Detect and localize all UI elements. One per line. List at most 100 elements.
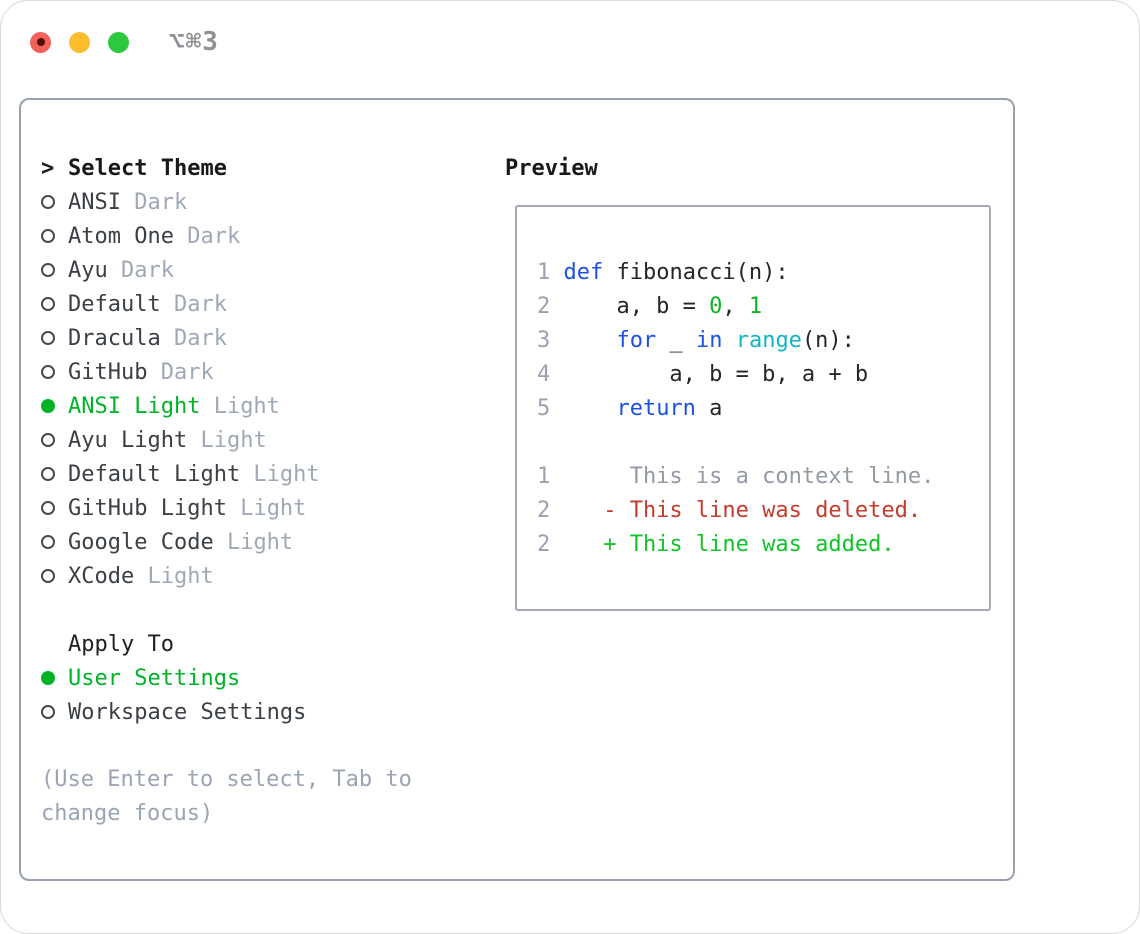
line-number: 3 (537, 328, 551, 353)
spacer (41, 593, 503, 627)
theme-variant-label: Dark (173, 223, 241, 249)
theme-option-dracula[interactable]: Dracula Dark (41, 321, 503, 355)
code-line: 5 return a (537, 392, 989, 426)
line-number: 1 (537, 260, 551, 285)
theme-option-ayu-light[interactable]: Ayu Light Light (41, 423, 503, 457)
theme-option-github-light[interactable]: GitHub Light Light (41, 491, 503, 525)
code-line: 3 for _ in range(n): (537, 324, 989, 358)
theme-option-label: GitHub Light (68, 495, 227, 521)
code-line: 2 a, b = 0, 1 (537, 290, 989, 324)
hint-text: (Use Enter to select, Tab to (41, 767, 412, 792)
radio-selected-icon (41, 671, 55, 685)
radio-icon (41, 229, 55, 243)
apply-option-label: User Settings (68, 665, 241, 691)
code-text: a, b = b, a + b (563, 362, 869, 387)
radio-icon (41, 569, 55, 583)
code-text: return a (616, 396, 723, 421)
theme-option-default-light[interactable]: Default Light Light (41, 457, 503, 491)
theme-option-atom-one[interactable]: Atom One Dark (41, 219, 503, 253)
theme-variant-label: Dark (107, 257, 174, 283)
theme-option-ansi[interactable]: ANSI Dark (41, 185, 503, 219)
apply-option-workspace-settings[interactable]: Workspace Settings (41, 695, 503, 729)
zoom-button[interactable] (108, 31, 129, 53)
theme-option-ayu[interactable]: Ayu Dark (41, 253, 503, 287)
line-number: 2 (537, 532, 551, 557)
theme-option-label: Google Code (68, 529, 214, 555)
close-dot-icon (36, 38, 45, 46)
select-theme-header: > Select Theme (41, 151, 503, 185)
window-title: ⌥⌘3 (169, 27, 219, 57)
radio-icon (41, 705, 55, 719)
code-text: - This line was deleted. (563, 498, 922, 523)
radio-icon (41, 467, 55, 481)
theme-variant-label: Dark (120, 189, 188, 215)
code-text: a, b = 0, 1 (563, 294, 763, 319)
theme-option-label: ANSI Light (68, 393, 201, 419)
apply-to-header: Apply To (41, 627, 503, 661)
code-text: + This line was added. (563, 532, 895, 557)
window-titlebar: ⌥⌘3 (30, 27, 219, 57)
code-line (537, 426, 989, 460)
theme-variant-label: Dark (147, 359, 214, 385)
theme-option-label: GitHub (68, 359, 148, 385)
code-line: 1 This is a context line. (537, 460, 989, 494)
line-number: 5 (537, 396, 551, 421)
theme-option-label: Default (68, 291, 161, 317)
code-text: def fibonacci(n): (563, 260, 789, 285)
prompt-icon: > (41, 155, 55, 181)
traffic-lights (30, 31, 129, 53)
code-line: 1 def fibonacci(n): (537, 256, 989, 290)
line-number: 2 (537, 498, 551, 523)
theme-option-github[interactable]: GitHub Dark (41, 355, 503, 389)
theme-option-ansi-light[interactable]: ANSI Light Light (41, 389, 503, 423)
theme-variant-label: Dark (160, 325, 227, 351)
radio-icon (41, 365, 55, 379)
radio-selected-icon (41, 399, 55, 413)
theme-variant-label: Light (187, 427, 267, 453)
spacer (41, 729, 503, 763)
apply-to-indent (41, 637, 55, 651)
hint-text: change focus) (41, 801, 214, 826)
radio-icon (41, 331, 55, 345)
code-line: 2 - This line was deleted. (537, 494, 989, 528)
minimize-button[interactable] (69, 31, 90, 53)
theme-variant-label: Light (134, 563, 214, 589)
radio-icon (41, 263, 55, 277)
line-number (537, 426, 550, 460)
radio-icon (41, 535, 55, 549)
theme-option-label: Default Light (68, 461, 241, 487)
theme-option-xcode[interactable]: XCode Light (41, 559, 503, 593)
line-number: 4 (537, 362, 551, 387)
line-number: 2 (537, 294, 551, 319)
theme-option-default[interactable]: Default Dark (41, 287, 503, 321)
theme-option-label: XCode (68, 563, 135, 589)
radio-icon (41, 297, 55, 311)
radio-icon (41, 501, 55, 515)
theme-variant-label: Dark (160, 291, 227, 317)
select-theme-title: Select Theme (68, 155, 227, 181)
apply-to-title: Apply To (68, 631, 174, 657)
code-text: for _ in range(n): (616, 328, 855, 353)
theme-variant-label: Light (240, 461, 320, 487)
theme-variant-label: Light (200, 393, 280, 419)
apply-option-user-settings[interactable]: User Settings (41, 661, 503, 695)
theme-option-google-code[interactable]: Google Code Light (41, 525, 503, 559)
code-line: 2 + This line was added. (537, 528, 989, 562)
preview-header: Preview (505, 151, 1013, 185)
keyboard-hint: (Use Enter to select, Tab to change focus… (41, 763, 503, 831)
code-text (563, 426, 989, 460)
line-number: 1 (537, 464, 551, 489)
radio-icon (41, 195, 55, 209)
close-button[interactable] (30, 31, 51, 53)
theme-option-label: Atom One (68, 223, 174, 249)
radio-icon (41, 433, 55, 447)
theme-option-label: Ayu Light (68, 427, 188, 453)
theme-option-label: Ayu (68, 257, 108, 283)
